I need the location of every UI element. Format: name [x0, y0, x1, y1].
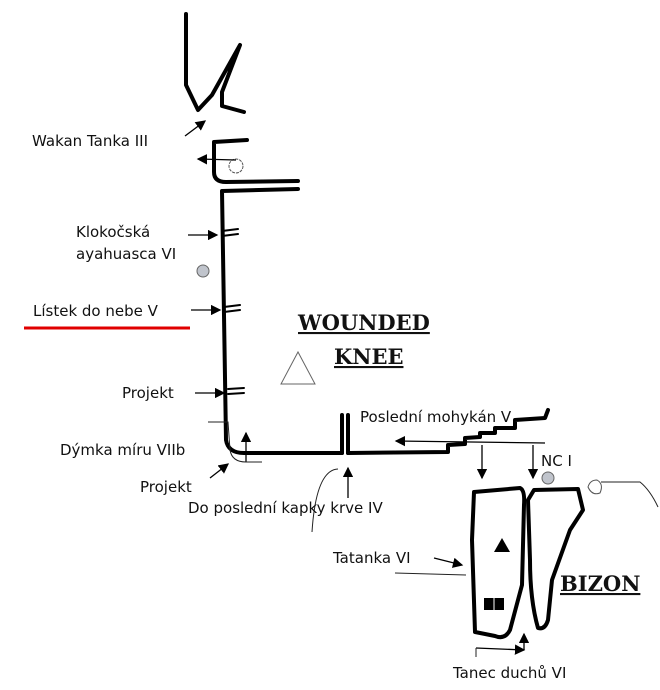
- wall-steps: [346, 408, 550, 455]
- leader-line: [311, 468, 339, 533]
- route-label[interactable]: Tatanka VI: [332, 549, 411, 567]
- pillar-left: [470, 486, 527, 640]
- route-label[interactable]: NC I: [541, 452, 572, 470]
- route-label[interactable]: Projekt: [122, 384, 174, 402]
- route-label[interactable]: Do poslední kapky krve IV: [188, 499, 383, 517]
- wall-top-zigzag: [184, 12, 246, 114]
- wall-ledge-upper: [212, 138, 300, 184]
- belay-ring-icon: [228, 158, 244, 174]
- triangle-icon: [280, 350, 316, 385]
- leader-line: [394, 572, 467, 576]
- route-start-marks: [221, 228, 245, 395]
- wall-post: [340, 413, 350, 455]
- leader-line: [208, 421, 262, 463]
- warning-triangle-icon: [494, 538, 510, 552]
- route-label[interactable]: Tanec duchů VI: [452, 664, 566, 682]
- route-label[interactable]: Wakan Tanka III: [32, 132, 148, 150]
- route-arrows: [184, 120, 546, 655]
- bolt-icon: [196, 264, 210, 278]
- route-label[interactable]: ayahuasca VI: [76, 245, 176, 263]
- route-label[interactable]: Projekt: [140, 478, 192, 496]
- sector-title-bizon: BIZON: [560, 571, 640, 596]
- route-label[interactable]: Klokočská: [76, 223, 150, 241]
- route-label[interactable]: Poslední mohykán V: [360, 408, 512, 426]
- pillar-right: [526, 487, 585, 631]
- route-label-highlighted[interactable]: Lístek do nebe V: [33, 302, 159, 320]
- bolt-icon: [541, 471, 555, 485]
- wall-main: [220, 187, 344, 455]
- leader-line: [601, 481, 659, 508]
- sector-title-wounded: WOUNDED: [297, 310, 430, 335]
- sector-title-knee: KNEE: [334, 344, 403, 369]
- route-label[interactable]: Dýmka míru VIIb: [60, 441, 185, 459]
- belay-ring-icon: [587, 479, 602, 495]
